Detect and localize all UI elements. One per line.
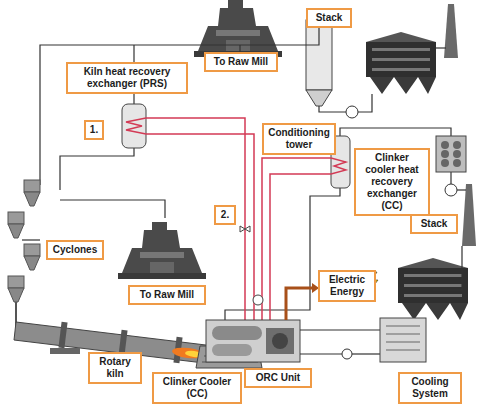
- kiln-label: Rotary kiln: [88, 352, 142, 384]
- label-text: Conditioning tower: [267, 127, 331, 151]
- pump-symbol: [342, 349, 352, 359]
- exchanger-label: Kiln heat recovery exchanger (PRS): [66, 62, 188, 94]
- electrostatic-filter: [398, 258, 468, 320]
- valve-symbol: [240, 226, 250, 232]
- exchanger-label: Clinker cooler heat recovery exchanger (…: [354, 148, 430, 216]
- tower-label: Conditioning tower: [262, 123, 336, 155]
- label-text: Electric Energy: [323, 274, 371, 298]
- stack-label: Stack: [410, 214, 458, 234]
- stack-chimney: [444, 4, 458, 58]
- mill-label: To Raw Mill: [204, 52, 278, 72]
- fan-symbol: [346, 106, 358, 118]
- orc-label: ORC Unit: [244, 368, 312, 388]
- energy-label: Electric Energy: [318, 270, 376, 302]
- label-text: Rotary kiln: [93, 356, 137, 380]
- cooler-label: Clinker Cooler (CC): [152, 372, 242, 404]
- orc-unit: [206, 320, 300, 362]
- label-text: Cooling System: [403, 376, 457, 400]
- mill-label: To Raw Mill: [128, 285, 206, 305]
- callout-number: 2.: [214, 205, 236, 225]
- stack-label: Stack: [306, 8, 352, 28]
- label-text: 2.: [219, 209, 231, 221]
- label-text: Stack: [311, 12, 347, 24]
- label-text: Cyclones: [51, 244, 99, 256]
- raw-mill: [194, 0, 282, 57]
- label-text: Kiln heat recovery exchanger (PRS): [71, 66, 183, 90]
- label-text: To Raw Mill: [209, 56, 273, 68]
- raw-mill: [118, 222, 206, 279]
- callout-number: 1.: [84, 120, 104, 140]
- label-text: Stack: [415, 218, 453, 230]
- label-text: To Raw Mill: [133, 289, 201, 301]
- stack-chimney: [462, 184, 476, 246]
- pump-symbol: [253, 295, 263, 305]
- label-text: Clinker Cooler (CC): [157, 376, 237, 400]
- heat-exchanger: [122, 104, 146, 148]
- fan-symbol: [445, 184, 457, 196]
- bag-filter: [436, 136, 466, 172]
- cyclone-tower: [8, 180, 40, 326]
- gas-duct: [22, 20, 466, 346]
- electrostatic-filter: [366, 32, 436, 94]
- label-text: Clinker cooler heat recovery exchanger (…: [359, 152, 425, 212]
- cyclone-label: Cyclones: [46, 240, 104, 260]
- power-arrow: [286, 288, 312, 320]
- cooling-label: Cooling System: [398, 372, 462, 404]
- cooling-tower: [380, 318, 426, 362]
- label-text: 1.: [89, 124, 99, 136]
- label-text: ORC Unit: [249, 372, 307, 384]
